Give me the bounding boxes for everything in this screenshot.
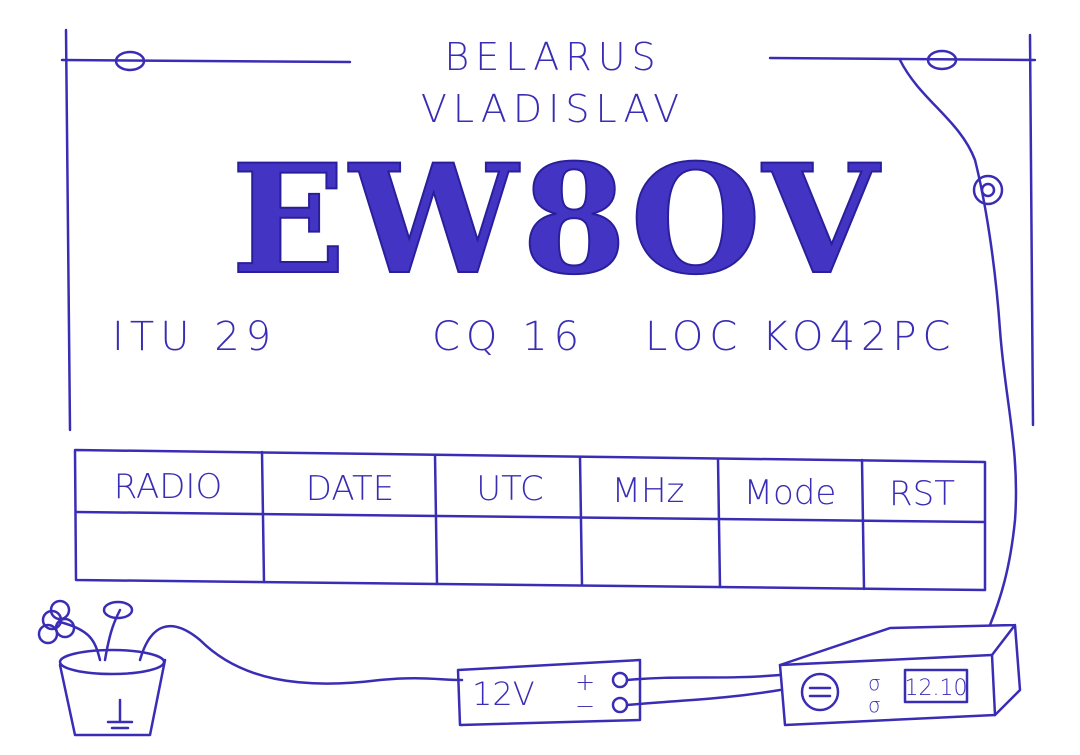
country-text: BELARUS [444, 35, 661, 79]
minus-sign: − [575, 692, 595, 720]
header-utc: UTC [476, 469, 543, 509]
header-rst: RST [889, 474, 955, 514]
header-mode: Mode [744, 473, 837, 513]
header-mhz: MHz [612, 471, 685, 511]
locator: LOC KO42PC [645, 314, 956, 360]
log-table: RADIO DATE UTC MHz Mode RST [73, 448, 987, 592]
left-antenna [60, 28, 352, 432]
callsign: EW8OV [231, 132, 883, 308]
flower-pot-icon [37, 599, 464, 737]
radio-display: 12.10 [905, 676, 968, 701]
cq-zone: CQ 16 [432, 314, 585, 360]
header-radio: RADIO [114, 467, 222, 507]
header-date: DATE [306, 469, 394, 509]
power-supply-label: 12V [472, 675, 535, 713]
knob-glyph: σ [868, 693, 881, 717]
radio-transceiver-icon: σ σ 12.10 [778, 623, 1022, 727]
itu-zone: ITU 29 [112, 314, 277, 360]
power-supply-icon: 12V + − [456, 658, 782, 727]
right-antenna [768, 33, 1037, 627]
operator-name: VLADISLAV [421, 87, 685, 131]
plus-sign: + [575, 668, 595, 696]
knob-glyph: σ [868, 671, 881, 695]
